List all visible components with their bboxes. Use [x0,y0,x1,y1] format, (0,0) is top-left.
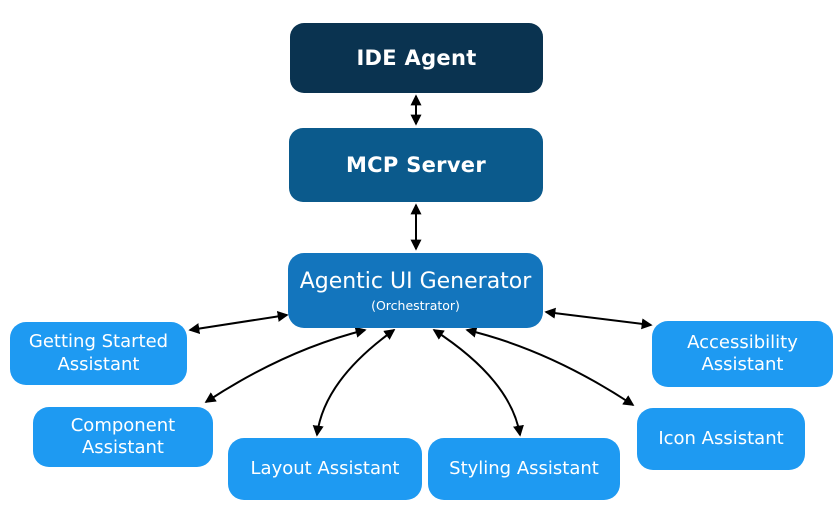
node-accessibility-assistant-label: Accessibility Assistant [687,331,798,376]
node-layout-assistant: Layout Assistant [228,438,422,500]
node-ide-agent-label: IDE Agent [356,45,477,70]
node-agentic-ui-generator: Agentic UI Generator (Orchestrator) [288,253,543,328]
node-styling-assistant: Styling Assistant [428,438,620,500]
arrow-orchestrator-accessibility [544,307,653,330]
node-mcp-server: MCP Server [289,128,543,202]
node-getting-started-assistant-label: Getting Started Assistant [28,331,169,375]
node-agentic-ui-generator-label: Agentic UI Generator [299,269,532,295]
node-icon-assistant-label: Icon Assistant [658,427,784,449]
node-agentic-ui-generator-sublabel: (Orchestrator) [371,297,460,313]
arrow-orchestrator-getting-started [188,310,289,335]
arrow-orchestrator-component [204,326,367,403]
node-mcp-server-label: MCP Server [345,152,487,177]
arrow-orchestrator-icon [465,326,635,406]
node-component-assistant: Component Assistant [33,407,213,467]
node-component-assistant-label: Component Assistant [70,414,176,459]
node-icon-assistant: Icon Assistant [637,408,805,470]
arrow-orchestrator-layout [312,329,396,437]
node-getting-started-assistant: Getting Started Assistant [10,322,187,385]
node-layout-assistant-label: Layout Assistant [250,457,400,479]
arrow-orchestrator-styling [432,329,524,437]
node-styling-assistant-label: Styling Assistant [449,457,599,479]
node-accessibility-assistant: Accessibility Assistant [652,321,833,387]
node-ide-agent: IDE Agent [290,23,543,93]
